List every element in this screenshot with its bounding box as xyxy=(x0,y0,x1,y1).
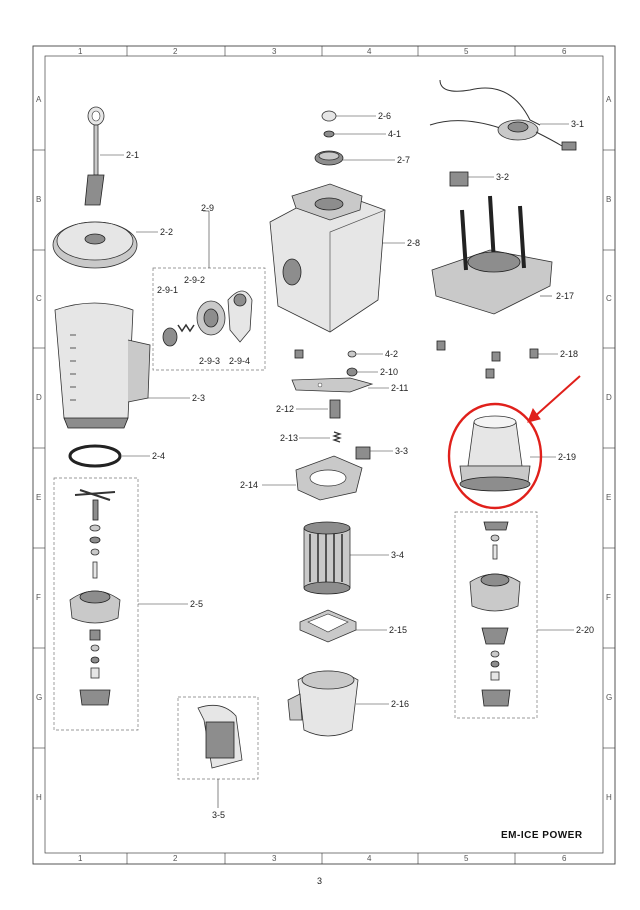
part-3-2-switch: 3-2 xyxy=(449,171,509,187)
col-2-bottom: 2 xyxy=(173,854,178,863)
part-2-9-knob-assembly: 2-9 2-9-1 2-9-2 2-9-3 2-9-4 xyxy=(152,203,266,371)
row-a-left: A xyxy=(36,95,42,104)
label-2-16: 2-16 xyxy=(391,699,409,709)
col-4-bottom: 4 xyxy=(367,854,372,863)
label-2-4: 2-4 xyxy=(152,451,165,461)
part-2-11-bracket: 2-11 xyxy=(291,377,408,393)
col-4-top: 4 xyxy=(367,47,372,56)
label-2-9-4: 2-9-4 xyxy=(229,356,250,366)
row-e-left: E xyxy=(36,493,41,502)
label-2-15: 2-15 xyxy=(389,625,407,635)
label-2-20: 2-20 xyxy=(576,625,594,635)
label-2-2: 2-2 xyxy=(160,227,173,237)
part-2-12-switch: 2-12 xyxy=(276,399,341,419)
highlight-arrow xyxy=(532,375,581,419)
label-2-8: 2-8 xyxy=(407,238,420,248)
label-2-13: 2-13 xyxy=(280,433,298,443)
row-b-left: B xyxy=(36,195,41,204)
col-6-top: 6 xyxy=(562,47,567,56)
row-b-right: B xyxy=(606,195,611,204)
row-e-right: E xyxy=(606,493,611,502)
row-g-right: G xyxy=(606,693,612,702)
part-2-18-feet: 2-18 xyxy=(436,340,578,379)
label-2-14: 2-14 xyxy=(240,480,258,490)
part-2-14-motor-mount: 2-14 xyxy=(240,455,363,501)
label-2-9-2: 2-9-2 xyxy=(184,275,205,285)
label-3-2: 3-2 xyxy=(496,172,509,182)
part-2-7-coupler: 2-7 xyxy=(314,150,410,166)
col-3-top: 3 xyxy=(272,47,277,56)
label-3-4: 3-4 xyxy=(391,550,404,560)
outer-frame xyxy=(32,45,616,865)
part-3-3-connector: 3-3 xyxy=(355,446,408,460)
part-3-5-control-board: 3-5 xyxy=(177,696,259,820)
label-4-1: 4-1 xyxy=(388,129,401,139)
col-5-top: 5 xyxy=(464,47,469,56)
row-c-left: C xyxy=(36,294,42,303)
part-4-2-washer: 4-2 xyxy=(294,349,398,359)
row-f-left: F xyxy=(36,593,41,602)
label-2-1: 2-1 xyxy=(126,150,139,160)
part-2-16-fan-shroud: 2-16 xyxy=(287,670,409,737)
col-3-bottom: 3 xyxy=(272,854,277,863)
part-3-4-motor: 3-4 xyxy=(303,521,404,595)
label-2-3: 2-3 xyxy=(192,393,205,403)
row-d-right: D xyxy=(606,393,612,402)
label-2-17: 2-17 xyxy=(556,291,574,301)
part-4-1-washer: 4-1 xyxy=(323,129,401,139)
row-f-right: F xyxy=(606,593,611,602)
part-2-6-cap: 2-6 xyxy=(321,110,391,122)
label-2-9-3: 2-9-3 xyxy=(199,356,220,366)
label-4-2: 4-2 xyxy=(385,349,398,359)
label-2-18: 2-18 xyxy=(560,349,578,359)
label-2-12: 2-12 xyxy=(276,404,294,414)
label-2-10: 2-10 xyxy=(380,367,398,377)
highlight-arrowhead xyxy=(527,407,541,423)
col-2-top: 2 xyxy=(173,47,178,56)
label-2-5: 2-5 xyxy=(190,599,203,609)
label-3-5: 3-5 xyxy=(212,810,225,820)
part-2-2-lid: 2-2 xyxy=(52,221,173,269)
col-6-bottom: 6 xyxy=(562,854,567,863)
grid-columns: 1 2 3 4 5 6 1 2 3 4 5 6 xyxy=(78,46,567,864)
part-2-3-jar: 2-3 xyxy=(54,302,205,429)
label-2-7: 2-7 xyxy=(397,155,410,165)
row-a-right: A xyxy=(606,95,612,104)
part-2-17-base-frame: 2-17 xyxy=(431,195,574,315)
page-number: 3 xyxy=(317,876,322,886)
part-2-1-spatula: 2-1 xyxy=(84,106,139,206)
label-2-6: 2-6 xyxy=(378,111,391,121)
col-5-bottom: 5 xyxy=(464,854,469,863)
grid-rows: A B C D E F G H A B C D E F G H xyxy=(33,95,615,802)
part-2-19-cup: 2-19 xyxy=(447,375,581,510)
label-2-19: 2-19 xyxy=(558,452,576,462)
row-g-left: G xyxy=(36,693,42,702)
part-2-5-blade-assembly: 2-5 xyxy=(53,477,203,731)
part-2-15-ring: 2-15 xyxy=(299,609,407,643)
row-h-left: H xyxy=(36,793,42,802)
model-title: EM-ICE POWER xyxy=(501,830,583,841)
part-3-1-power-cord: 3-1 xyxy=(429,79,584,151)
label-3-1: 3-1 xyxy=(571,119,584,129)
part-2-20-blade-assembly: 2-20 xyxy=(454,511,594,719)
row-d-left: D xyxy=(36,393,42,402)
label-3-3: 3-3 xyxy=(395,446,408,456)
inner-frame xyxy=(44,55,604,854)
label-2-9: 2-9 xyxy=(201,203,214,213)
row-c-right: C xyxy=(606,294,612,303)
part-2-8-housing: 2-8 xyxy=(269,183,420,333)
part-2-13-spring: 2-13 xyxy=(280,431,342,443)
label-2-9-1: 2-9-1 xyxy=(157,285,178,295)
highlight-circle xyxy=(447,402,543,510)
col-1-top: 1 xyxy=(78,47,83,56)
part-2-10-bushing: 2-10 xyxy=(346,367,398,377)
row-h-right: H xyxy=(606,793,612,802)
part-2-4-gasket: 2-4 xyxy=(68,444,165,468)
label-2-11: 2-11 xyxy=(391,383,408,393)
col-1-bottom: 1 xyxy=(78,854,83,863)
